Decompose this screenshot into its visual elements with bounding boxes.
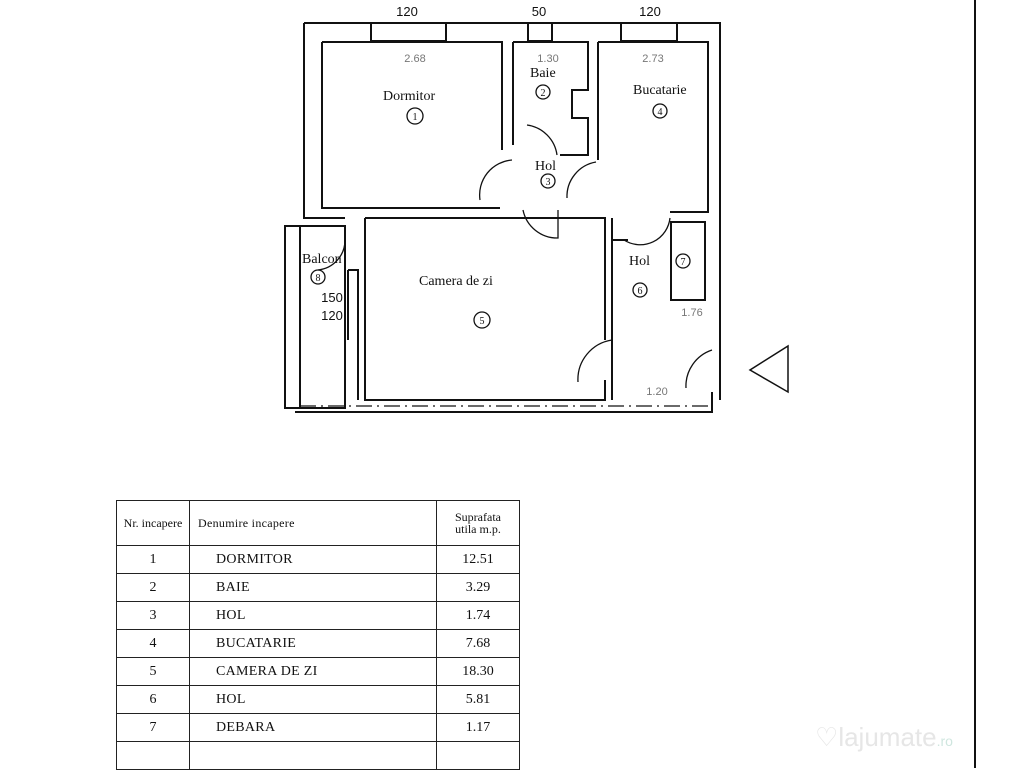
room-debara <box>670 221 706 301</box>
room-number: 5 <box>480 316 485 327</box>
dimension: 1.30 <box>537 53 558 65</box>
cell-name: HOL <box>189 601 437 630</box>
room-1-marker-icon <box>406 107 424 125</box>
watermark-logo: ♡lajumate.ro <box>815 722 953 753</box>
cell-no: 1 <box>116 545 190 574</box>
door-bucatarie <box>566 161 597 199</box>
dimension: 2.73 <box>642 53 663 65</box>
dimension: 1.20 <box>646 386 667 398</box>
rooms-table: Nr. incapere Denumire incapere Suprafata… <box>116 500 520 770</box>
room-label-camera-de-zi: Camera de zi <box>419 274 493 289</box>
room-6-marker-icon <box>632 282 648 298</box>
door-camera <box>522 209 559 239</box>
outer-wall-bottom <box>295 392 713 413</box>
cell-name: HOL <box>189 685 437 714</box>
window-width: 120 <box>639 4 661 19</box>
cell-no: 6 <box>116 685 190 714</box>
window-width: 120 <box>396 4 418 19</box>
room-bucatarie <box>597 41 709 213</box>
room-7-marker-icon <box>675 253 691 269</box>
table-row-empty <box>116 741 520 770</box>
window-dormitor <box>370 22 447 42</box>
cell-name: BUCATARIE <box>189 629 437 658</box>
balcony-window-height: 120 <box>321 308 343 323</box>
room-number: 7 <box>681 257 686 268</box>
table-header-row: Nr. incapere Denumire incapere Suprafata… <box>116 500 520 546</box>
balcony-window-width: 150 <box>321 290 343 305</box>
window-width: 50 <box>532 4 546 19</box>
cell-area: 3.29 <box>436 573 520 602</box>
room-label-dormitor: Dormitor <box>383 89 435 104</box>
room-number: 8 <box>316 273 321 284</box>
door-balcon <box>317 239 346 271</box>
room-number: 4 <box>658 107 663 118</box>
room-2-marker-icon <box>535 84 551 100</box>
watermark-brand: lajumate <box>838 722 937 752</box>
room-baie <box>512 41 589 156</box>
window-baie <box>527 22 553 42</box>
room-camera-de-zi <box>364 217 606 401</box>
door-camera-hol <box>577 339 613 383</box>
outer-wall-left <box>303 23 345 219</box>
room-label-hol-6: Hol <box>629 254 650 269</box>
room-balcon <box>284 225 346 409</box>
cell-no: 4 <box>116 629 190 658</box>
cell-area: 12.51 <box>436 545 520 574</box>
room-label-bucatarie: Bucatarie <box>633 83 687 98</box>
header-room-name: Denumire incapere <box>189 500 437 546</box>
cell-no: 3 <box>116 601 190 630</box>
cell-area: 1.17 <box>436 713 520 742</box>
watermark-heart-icon: ♡ <box>815 722 839 752</box>
header-area: Suprafata utila m.p. <box>436 500 520 546</box>
dimension: 1.76 <box>681 307 702 319</box>
door-hol <box>623 217 671 246</box>
cell-area: 18.30 <box>436 657 520 686</box>
dimension: 2.68 <box>404 53 425 65</box>
room-3-marker-icon <box>540 173 556 189</box>
room-dormitor <box>321 41 503 209</box>
cell-area: 7.68 <box>436 629 520 658</box>
room-number: 3 <box>546 177 551 188</box>
cell-name: DORMITOR <box>189 545 437 574</box>
room-8-marker-icon <box>310 269 326 285</box>
window-bucatarie <box>620 22 678 42</box>
entrance-door <box>685 349 713 389</box>
room-5-marker-icon <box>473 311 491 329</box>
balcony-window <box>347 269 359 400</box>
room-number: 6 <box>638 286 643 297</box>
room-label-hol-3: Hol <box>535 159 556 174</box>
watermark-tld: .ro <box>936 733 953 749</box>
cell-name: BAIE <box>189 573 437 602</box>
cell-no: 2 <box>116 573 190 602</box>
room-number: 2 <box>541 88 546 99</box>
door-dormitor <box>478 159 513 201</box>
room-label-balcon: Balcon <box>302 252 342 267</box>
cell-no: 7 <box>116 713 190 742</box>
cell-area: 5.81 <box>436 685 520 714</box>
cell-no: 5 <box>116 657 190 686</box>
cell-name: DEBARA <box>189 713 437 742</box>
room-hol-6 <box>611 218 628 400</box>
room-label-baie: Baie <box>530 66 556 81</box>
header-room-number: Nr. incapere <box>116 500 190 546</box>
room-4-marker-icon <box>652 103 668 119</box>
room-number: 1 <box>413 112 418 123</box>
door-baie <box>526 124 558 156</box>
entrance-marker-icon <box>748 344 789 394</box>
cell-area: 1.74 <box>436 601 520 630</box>
cell-name: CAMERA DE ZI <box>189 657 437 686</box>
